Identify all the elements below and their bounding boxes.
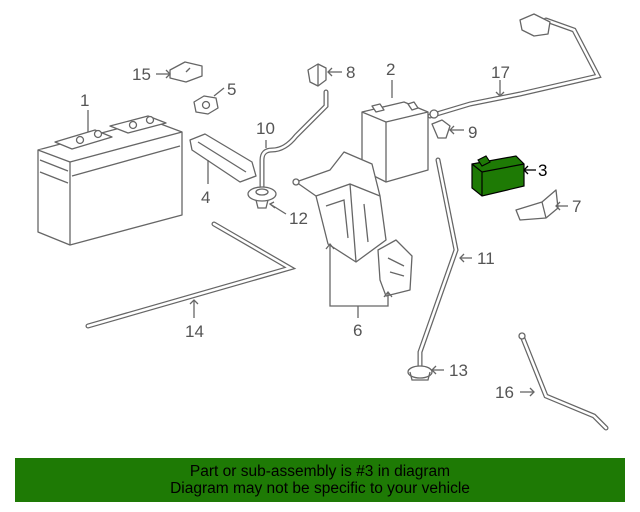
- callout-10: 10: [256, 119, 275, 138]
- callout-1: 1: [80, 91, 89, 110]
- callout-3: 3: [538, 161, 547, 180]
- leader-6: [329, 244, 389, 318]
- part-8-elbow: [307, 63, 327, 87]
- banner-line-2: Diagram may not be specific to your vehi…: [170, 480, 470, 497]
- part-4-holddown: [189, 133, 257, 183]
- part-1-battery: [37, 115, 183, 246]
- part-7-bracket: [515, 189, 559, 221]
- callout-16: 16: [495, 383, 514, 402]
- callout-9: 9: [468, 123, 477, 142]
- part-15-clip: [169, 61, 203, 83]
- callout-12: 12: [289, 209, 308, 228]
- part-3-highlighted-module: [471, 155, 525, 197]
- part-5-nut: [193, 95, 219, 115]
- banner-line-1: Part or sub-assembly is #3 in diagram: [189, 463, 451, 480]
- callout-5: 5: [227, 80, 236, 99]
- callout-13: 13: [449, 361, 468, 380]
- part-16-ground-strap: [518, 332, 609, 431]
- callout-6: 6: [353, 321, 362, 340]
- parts-diagram: 1 15 5 4 10 8 12: [37, 13, 609, 431]
- info-banner: Part or sub-assembly is #3 in diagram Di…: [15, 458, 625, 502]
- part-13-grommet: [407, 365, 433, 381]
- leader-5: [213, 87, 225, 97]
- part-10-vent-hose: [259, 89, 329, 189]
- callout-2: 2: [386, 60, 395, 79]
- part-17-cable: [427, 13, 602, 119]
- part-2-aux-battery: [361, 101, 429, 183]
- callout-11: 11: [477, 249, 495, 268]
- callout-7: 7: [572, 197, 581, 216]
- part-11-tube: [417, 157, 459, 369]
- callout-4: 4: [201, 188, 210, 207]
- callout-15: 15: [132, 65, 151, 84]
- part-9-connector: [431, 119, 451, 139]
- callout-14: 14: [185, 322, 204, 341]
- part-14-strap: [85, 221, 297, 329]
- callout-8: 8: [346, 63, 355, 82]
- part-6-tray: [292, 151, 413, 297]
- callout-17: 17: [491, 63, 510, 82]
- part-12-grommet: [247, 186, 277, 209]
